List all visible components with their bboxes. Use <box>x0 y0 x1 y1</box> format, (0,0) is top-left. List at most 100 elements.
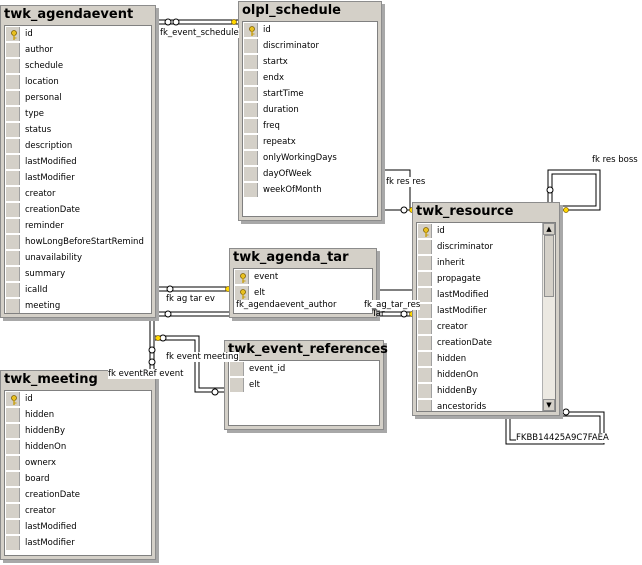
column-row[interactable]: elt <box>234 285 372 301</box>
column-row[interactable]: personal <box>5 90 151 106</box>
row-selector[interactable] <box>235 286 249 300</box>
row-selector[interactable] <box>6 91 20 105</box>
column-row[interactable]: ownerx <box>5 455 151 471</box>
row-selector[interactable] <box>6 123 20 137</box>
row-selector[interactable] <box>244 119 258 133</box>
column-row[interactable]: dayOfWeek <box>243 166 377 182</box>
column-row[interactable]: startTime <box>243 86 377 102</box>
column-row[interactable]: id <box>243 22 377 38</box>
row-selector[interactable] <box>244 167 258 181</box>
row-selector[interactable] <box>418 384 432 398</box>
column-row[interactable]: location <box>5 74 151 90</box>
row-selector[interactable] <box>6 27 20 41</box>
row-selector[interactable] <box>230 362 244 376</box>
scroll-down-icon[interactable]: ▼ <box>543 399 555 411</box>
column-row[interactable]: discriminator <box>243 38 377 54</box>
row-selector[interactable] <box>418 256 432 270</box>
row-selector[interactable] <box>6 520 20 534</box>
row-selector[interactable] <box>6 107 20 121</box>
row-selector[interactable] <box>6 187 20 201</box>
column-row[interactable]: meeting <box>5 298 151 313</box>
row-selector[interactable] <box>6 139 20 153</box>
column-row[interactable]: summary <box>5 266 151 282</box>
column-row[interactable]: description <box>5 138 151 154</box>
column-row[interactable]: id <box>417 223 555 239</box>
column-row[interactable]: author <box>5 42 151 58</box>
column-row[interactable]: creator <box>5 186 151 202</box>
row-selector[interactable] <box>418 304 432 318</box>
row-selector[interactable] <box>6 75 20 89</box>
column-row[interactable]: creator <box>5 503 151 519</box>
column-row[interactable]: reminder <box>5 218 151 234</box>
column-row[interactable]: hiddenOn <box>417 367 555 383</box>
column-row[interactable]: lastModified <box>5 154 151 170</box>
column-row[interactable]: schedule <box>5 58 151 74</box>
row-selector[interactable] <box>6 488 20 502</box>
column-row[interactable]: id <box>5 391 151 407</box>
row-selector[interactable] <box>230 378 244 392</box>
column-row[interactable]: repeatx <box>243 134 377 150</box>
row-selector[interactable] <box>244 23 258 37</box>
column-row[interactable]: lastModifier <box>5 170 151 186</box>
row-selector[interactable] <box>418 400 432 411</box>
column-row[interactable]: event_id <box>229 361 379 377</box>
row-selector[interactable] <box>6 59 20 73</box>
column-row[interactable]: hiddenBy <box>417 383 555 399</box>
row-selector[interactable] <box>6 267 20 281</box>
row-selector[interactable] <box>6 504 20 518</box>
row-selector[interactable] <box>6 536 20 550</box>
row-selector[interactable] <box>418 288 432 302</box>
column-row[interactable]: elt <box>229 377 379 393</box>
column-row[interactable]: hiddenBy <box>5 423 151 439</box>
scroll-thumb[interactable] <box>544 235 554 297</box>
column-row[interactable]: status <box>5 122 151 138</box>
column-row[interactable]: propagate <box>417 271 555 287</box>
row-selector[interactable] <box>6 299 20 313</box>
row-selector[interactable] <box>6 424 20 438</box>
row-selector[interactable] <box>418 336 432 350</box>
row-selector[interactable] <box>418 224 432 238</box>
row-selector[interactable] <box>6 155 20 169</box>
column-row[interactable]: lastModified <box>5 519 151 535</box>
column-row[interactable]: lastModified <box>417 287 555 303</box>
row-selector[interactable] <box>418 272 432 286</box>
column-row[interactable]: event <box>234 269 372 285</box>
row-selector[interactable] <box>6 440 20 454</box>
row-selector[interactable] <box>244 103 258 117</box>
column-row[interactable]: id <box>5 26 151 42</box>
row-selector[interactable] <box>244 183 258 197</box>
row-selector[interactable] <box>6 235 20 249</box>
row-selector[interactable] <box>244 135 258 149</box>
column-row[interactable]: weekOfMonth <box>243 182 377 198</box>
row-selector[interactable] <box>244 39 258 53</box>
column-row[interactable]: discriminator <box>417 239 555 255</box>
row-selector[interactable] <box>244 71 258 85</box>
row-selector[interactable] <box>418 352 432 366</box>
row-selector[interactable] <box>244 151 258 165</box>
row-selector[interactable] <box>244 55 258 69</box>
row-selector[interactable] <box>6 43 20 57</box>
column-row[interactable]: hidden <box>417 351 555 367</box>
column-row[interactable]: hidden <box>5 407 151 423</box>
row-selector[interactable] <box>6 408 20 422</box>
column-row[interactable]: duration <box>243 102 377 118</box>
column-row[interactable]: type <box>5 106 151 122</box>
row-selector[interactable] <box>235 270 249 284</box>
column-row[interactable]: creator <box>417 319 555 335</box>
row-selector[interactable] <box>418 368 432 382</box>
column-row[interactable]: ancestorids <box>417 399 555 411</box>
row-selector[interactable] <box>6 251 20 265</box>
column-row[interactable]: creationDate <box>5 487 151 503</box>
column-row[interactable]: endx <box>243 70 377 86</box>
column-row[interactable]: lastModifier <box>417 303 555 319</box>
row-selector[interactable] <box>244 87 258 101</box>
vertical-scrollbar[interactable]: ▲ ▼ <box>542 223 555 411</box>
column-row[interactable]: onlyWorkingDays <box>243 150 377 166</box>
column-row[interactable]: freq <box>243 118 377 134</box>
column-row[interactable]: startx <box>243 54 377 70</box>
row-selector[interactable] <box>418 320 432 334</box>
